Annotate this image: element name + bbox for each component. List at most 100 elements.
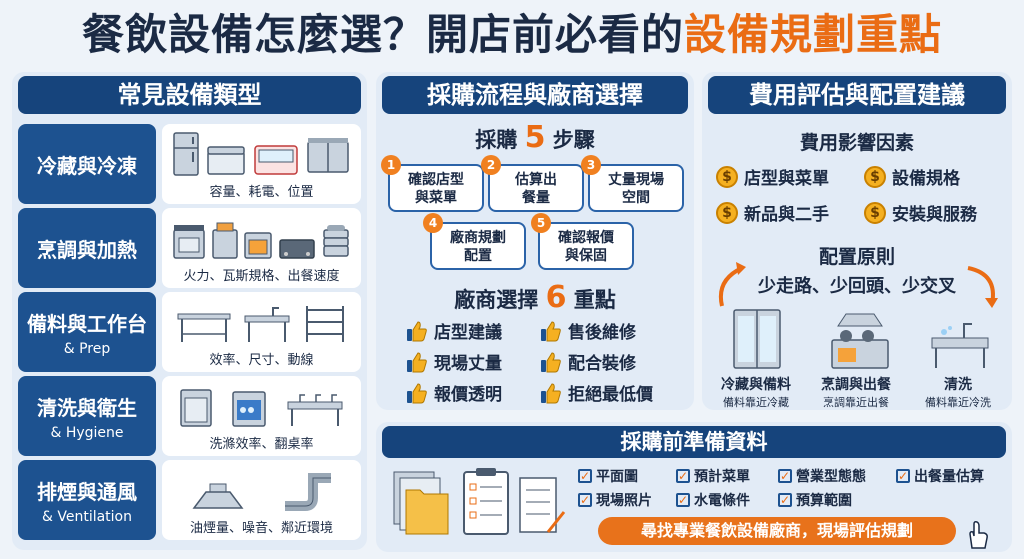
row-icons	[170, 466, 353, 512]
step-line-2: 與菜單	[415, 190, 457, 206]
step-line-2: 餐量	[522, 190, 550, 206]
prep-docs-header: 採購前準備資料	[382, 426, 1006, 458]
step-2: 2 估算出餐量	[481, 155, 584, 212]
zone-title: 冷藏與備料	[721, 377, 791, 393]
thumbs-up-icon	[407, 351, 427, 372]
checkbox-icon: ✓	[778, 493, 792, 507]
vendor-point-text: 售後維修	[568, 323, 636, 343]
checklist-text: 平面圖	[596, 469, 638, 485]
checklist-item: ✓預計菜單	[676, 466, 750, 486]
checklist-item: ✓平面圖	[578, 466, 638, 486]
cost-header: 費用評估與配置建議	[708, 76, 1006, 114]
row-title: 冷藏與冷凍	[37, 153, 137, 178]
checklist-text: 預計菜單	[694, 469, 750, 485]
row-body: 油煙量、噪音、鄰近環境	[162, 460, 361, 540]
step-number-badge: 5	[531, 213, 551, 233]
cost-factor-text: 店型與菜單	[744, 169, 829, 189]
steamer-icon	[322, 225, 349, 257]
triple-sink-icon	[287, 394, 343, 426]
procurement-header: 採購流程與廠商選擇	[382, 76, 688, 114]
checklist-item: ✓出餐量估算	[896, 466, 984, 486]
step-line-1: 廠商規劃	[450, 230, 506, 246]
row-caption: 效率、尺寸、動線	[209, 353, 314, 368]
pointer-hand-icon	[969, 521, 988, 549]
checkbox-icon: ✓	[578, 493, 592, 507]
layout-zone: 清洗備料靠近冷洗	[910, 374, 1006, 410]
coin-icon: $	[716, 165, 738, 188]
zone-sub: 烹調靠近出餐	[823, 396, 889, 409]
cost-factor: $ 安裝與服務	[864, 200, 977, 225]
vendor-point-text: 拒絕最低價	[568, 385, 653, 405]
step-line-1: 確認店型	[408, 172, 464, 188]
coin-icon: $	[864, 165, 886, 188]
row-caption: 容量、耗電、位置	[209, 185, 314, 200]
thumbs-up-icon	[407, 382, 427, 403]
folders-icon	[393, 471, 449, 535]
vendor-point: 報價透明	[406, 380, 502, 405]
step-line-1: 丈量現場	[608, 172, 664, 188]
oven-icon	[244, 232, 273, 259]
glass-washer-icon	[232, 391, 267, 427]
principle-title: 配置原則	[818, 246, 895, 268]
vendor-point-text: 現場丈量	[434, 354, 502, 374]
checklist-text: 出餐量估算	[914, 469, 984, 485]
equipment-row-prep: 備料與工作台& Prep 效率、尺寸、動線	[18, 292, 361, 372]
thumbs-up-icon	[541, 351, 561, 372]
step-1: 1 確認店型與菜單	[381, 155, 484, 212]
vendor-title-a: 廠商選擇	[454, 288, 539, 312]
storage-rack-icon	[306, 306, 345, 342]
row-title: 備料與工作台	[27, 311, 147, 336]
vendor-point: 拒絕最低價	[540, 380, 653, 405]
undercounter-fridge-icon	[306, 138, 349, 173]
flow-arrow-right-icon	[967, 266, 998, 308]
row-body: 洗滌效率、翻桌率	[162, 376, 361, 456]
row-label: 清洗與衛生& Hygiene	[18, 376, 156, 456]
title-highlight: 設備規劃重點	[684, 10, 943, 59]
row-icons	[170, 298, 353, 344]
steps-title: 採購 5 步驟	[376, 120, 694, 155]
row-caption: 油煙量、噪音、鄰近環境	[189, 521, 333, 536]
prep-sink-icon	[244, 307, 290, 342]
thumbs-up-icon	[541, 320, 561, 341]
checklist-text: 營業型態態	[796, 469, 866, 485]
coin-icon: $	[864, 201, 886, 224]
checkbox-icon: ✓	[676, 493, 690, 507]
cooking-zone-icon	[831, 313, 889, 369]
row-icons	[170, 382, 353, 428]
flow-arrow-left-icon	[719, 262, 746, 307]
step-line-1: 估算出	[515, 172, 557, 188]
checklist-item: ✓現場照片	[578, 490, 652, 510]
equipment-types-panel: 常見設備類型 冷藏與冷凍 容量、耗電、位置 烹調與加熱 火力、瓦斯規格、出餐速	[12, 72, 367, 550]
steps-title-b: 步驟	[552, 128, 595, 152]
vendor-point: 配合裝修	[540, 349, 636, 374]
equipment-types-header: 常見設備類型	[18, 76, 361, 114]
layout-zone: 冷藏與備料備料靠近冷藏	[708, 374, 804, 410]
checklist-text: 預算範圍	[796, 493, 852, 509]
range-stove-icon	[173, 225, 206, 259]
cost-factor: $ 店型與菜單	[716, 164, 829, 189]
cost-factor-text: 安裝與服務	[892, 205, 977, 225]
factors-title: 費用影響因素	[799, 132, 914, 154]
clipboard-icon	[463, 468, 509, 535]
cost-factor-text: 新品與二手	[744, 205, 829, 225]
vendor-point-text: 配合裝修	[568, 354, 636, 374]
row-caption: 火力、瓦斯規格、出餐速度	[183, 269, 340, 284]
equipment-row-ventilation: 排煙與通風& Ventilation 油煙量、噪音、鄰近環境	[18, 460, 361, 540]
find-vendor-button[interactable]: 尋找專業餐飲設備廠商，現場評估規劃	[598, 517, 956, 545]
row-body: 效率、尺寸、動線	[162, 292, 361, 372]
cost-factor: $ 設備規格	[864, 164, 960, 189]
row-icons	[170, 214, 353, 260]
step-number-badge: 1	[381, 155, 401, 175]
prep-docs-panel: 採購前準備資料 ✓平面圖 ✓預計菜單 ✓營業型態態 ✓出餐量估算 ✓現場照片 ✓…	[376, 422, 1012, 552]
row-caption: 洗滌效率、翻桌率	[209, 437, 314, 452]
step-number-badge: 2	[481, 155, 501, 175]
equipment-row-cooking: 烹調與加熱 火力、瓦斯規格、出餐速度	[18, 208, 361, 288]
row-title: 排煙與通風	[37, 479, 137, 504]
vendor-point: 現場丈量	[406, 349, 502, 374]
cost-factor-text: 設備規格	[892, 169, 960, 189]
coin-icon: $	[716, 201, 738, 224]
